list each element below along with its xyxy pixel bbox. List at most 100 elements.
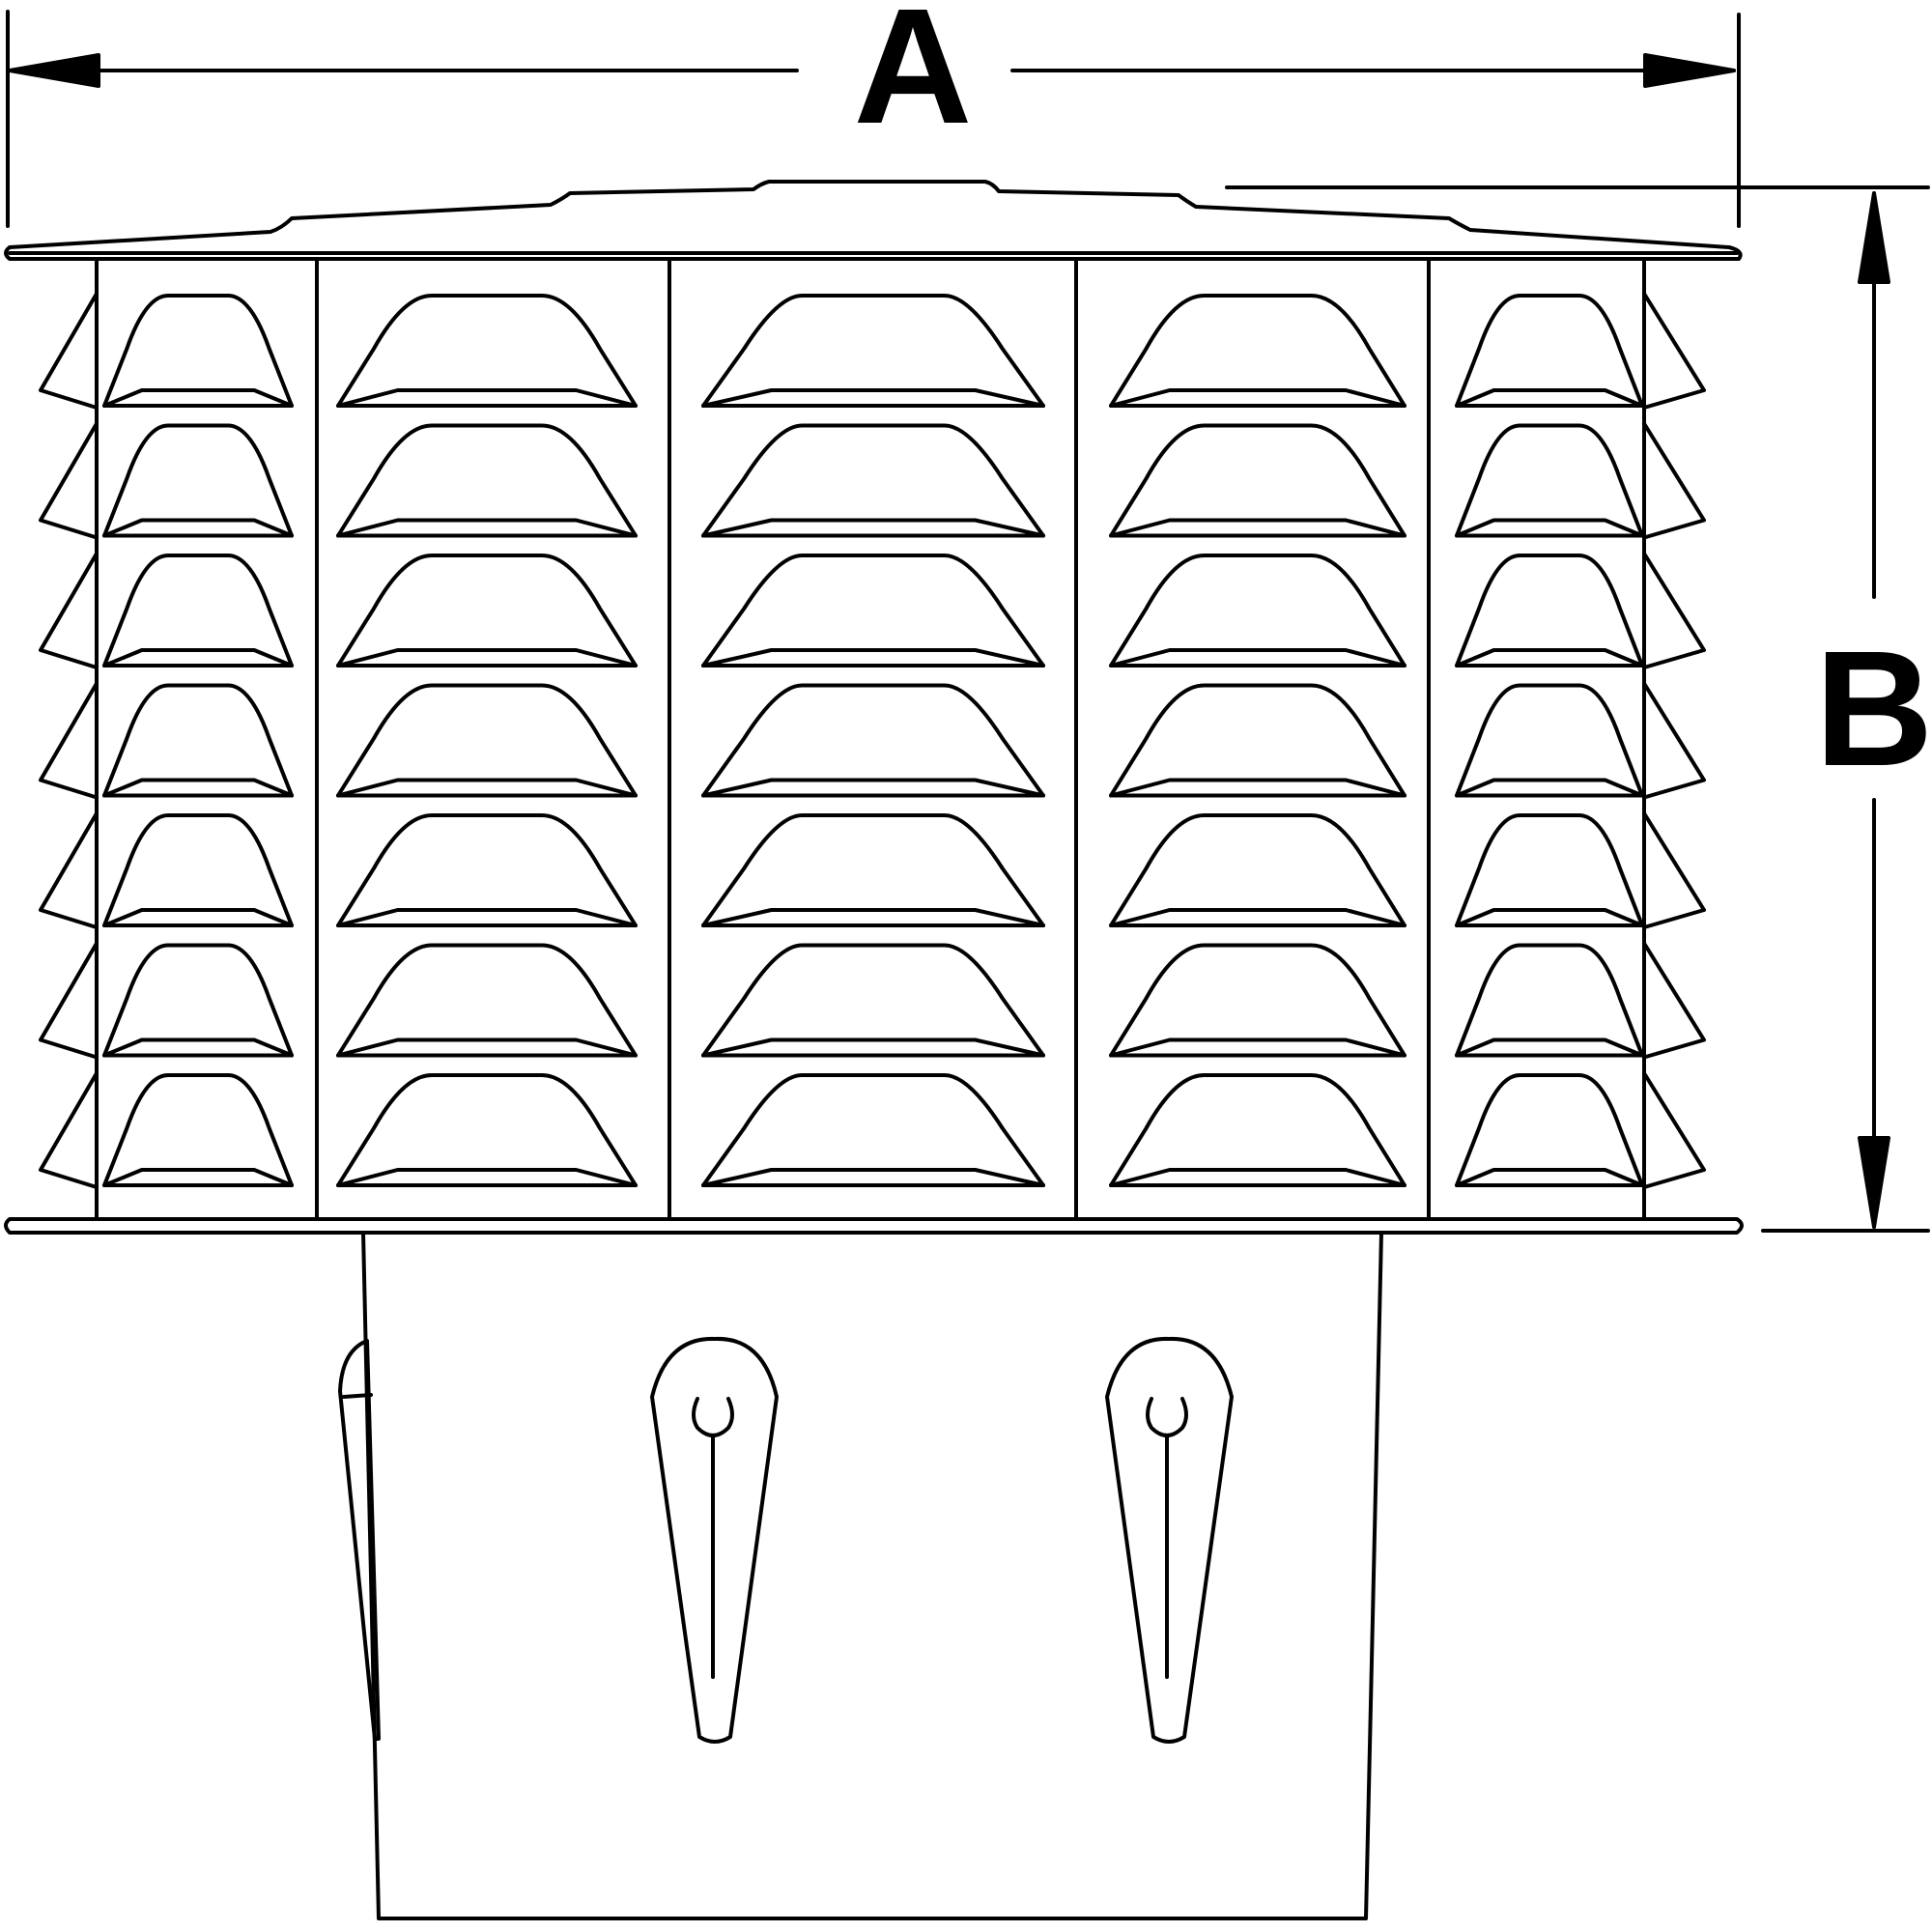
louver-blade-lip [1109,648,1406,668]
louver-blade [102,554,294,668]
louver-blade-lip [701,388,1045,408]
dim-a-arrow-right [1643,53,1736,88]
louver-blade [102,943,294,1058]
louver-blade [1455,683,1644,798]
louver-blade [336,943,638,1058]
base-flange [4,1217,1744,1235]
louver-blade [1455,294,1644,408]
louver-blade [336,423,638,538]
hood-outline [4,180,1743,261]
louver-blade-lip [1109,908,1406,927]
louver-blade [336,683,638,798]
louver-blade-lip [1455,1168,1644,1187]
louver-blade-lip [1109,518,1406,538]
louver-blade [1455,813,1644,927]
side-fin-right [1642,552,1706,669]
louver-blade-lip [701,1168,1045,1187]
dim-a-label: A [854,0,973,158]
louver-blade [1109,554,1406,668]
louver-blade [1455,554,1644,668]
collar [338,1231,1383,1920]
louver-blade [1109,294,1406,408]
side-fin-left [39,552,99,669]
louver-blade-lip [336,778,638,798]
louver-blade-lip [1455,1037,1644,1058]
side-fin-left [39,941,99,1060]
side-fin-right [1642,1071,1706,1189]
louver-blade [102,813,294,927]
louver-blade [336,554,638,668]
dim-b-label: B [1815,617,1932,801]
clip-2-hole [1146,1397,1188,1437]
mounting-clip-2 [1105,1336,1234,1744]
louver-blade-lip [1109,388,1406,408]
collar-tab [338,1339,381,1741]
louver-blade-lip [102,648,294,668]
louver-blade [1109,683,1406,798]
dim-b-arrow-top [1858,191,1890,284]
louver-blade [701,683,1045,798]
louver-blade [336,1073,638,1187]
side-fin-left [39,811,99,929]
louver-blade [701,813,1045,927]
louver-blade-lip [102,908,294,927]
mounting-clip-1 [650,1336,779,1744]
louver-blade-lip [102,518,294,538]
louver-blade [102,1073,294,1187]
side-fin-left [39,1071,99,1189]
louver-blade [1109,423,1406,538]
collar-outline [361,1231,1383,1920]
louver-blade-lip [1109,1037,1406,1058]
louver-blade-lip [102,1037,294,1058]
louver-grid [39,292,1706,1189]
side-fin-right [1642,292,1706,410]
louver-blade [1455,423,1644,538]
hood [4,180,1743,261]
side-fin-right [1642,941,1706,1060]
dimension-a [6,10,1741,228]
side-fin-right [1642,421,1706,540]
louver-blade [336,813,638,927]
louver-blade [1455,1073,1644,1187]
louver-blade-lip [701,1037,1045,1058]
louver-blade-lip [336,518,638,538]
louver-blade [701,423,1045,538]
louver-body [4,257,1744,1235]
louver-blade-lip [1109,778,1406,798]
louver-blade-lip [102,388,294,408]
louver-blade [701,1073,1045,1187]
dim-a-arrow-left [8,53,100,88]
side-fin-right [1642,681,1706,800]
side-fin-left [39,292,99,410]
louver-blade-lip [1455,648,1644,668]
side-fin-left [39,681,99,800]
louver-blade-lip [1455,388,1644,408]
side-fin-right [1642,811,1706,929]
louver-blade-lip [336,1037,638,1058]
side-fin-left [39,421,99,540]
louver-blade-lip [1455,778,1644,798]
louver-blade-lip [701,778,1045,798]
louver-blade [701,294,1045,408]
louver-blade [1109,813,1406,927]
louver-blade-lip [1455,518,1644,538]
louver-blade-lip [701,518,1045,538]
louver-blade-lip [1455,908,1644,927]
louver-blade-lip [336,648,638,668]
louver-blade-lip [701,648,1045,668]
louver-blade-lip [1109,1168,1406,1187]
louver-blade [102,294,294,408]
louver-blade [701,554,1045,668]
louver-blade-lip [336,908,638,927]
louver-blade-lip [102,778,294,798]
louver-blade [102,683,294,798]
dimension-b [1225,185,1930,1233]
collar-tab-fold [342,1393,373,1399]
dim-b-arrow-bottom [1858,1136,1890,1229]
louver-blade-lip [336,1168,638,1187]
louver-blade [1455,943,1644,1058]
louver-blade [1109,1073,1406,1187]
louver-blade-lip [102,1168,294,1187]
louver-blade [701,943,1045,1058]
